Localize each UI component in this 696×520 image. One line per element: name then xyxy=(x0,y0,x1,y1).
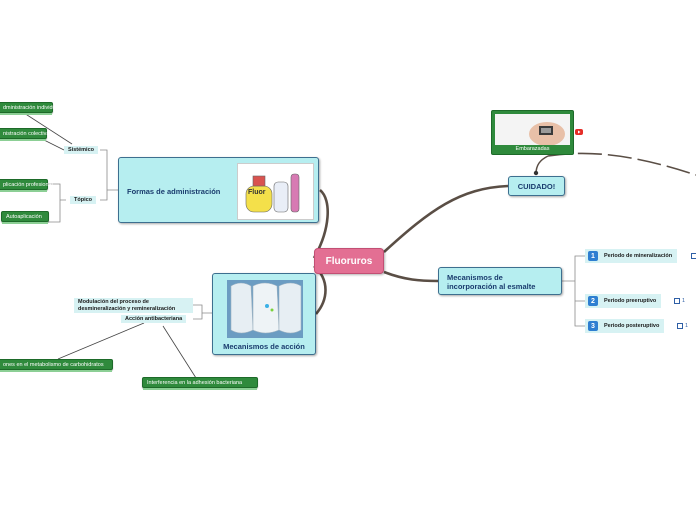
note-icon[interactable] xyxy=(691,253,696,259)
administracion-colectiva-label: nistración colectiva xyxy=(3,131,50,137)
administracion-colectiva-node[interactable]: nistración colectiva xyxy=(0,128,50,141)
formas-administracion-node[interactable]: Formas de administración Fluor xyxy=(118,157,319,223)
topico-label: Tópico xyxy=(74,197,93,203)
cuidado-label: CUIDADO! xyxy=(517,181,556,191)
autoaplicacion-node[interactable]: Autoaplicación xyxy=(1,211,49,224)
formas-administracion-label: Formas de administración xyxy=(127,187,221,196)
embarazadas-node[interactable]: Embarazadas xyxy=(491,110,574,155)
accion-antibacteriana-node[interactable]: Acción antibacteriana xyxy=(121,315,187,323)
number-1-icon: 1 xyxy=(588,251,598,261)
periodo-posteruptivo-label: Periodo posteruptivo xyxy=(604,323,660,329)
fluor-bottle-text: Fluor xyxy=(248,189,266,196)
aplicacion-profesional-label: plicación profesional xyxy=(3,182,53,188)
mecanismos-accion-node[interactable]: Mecanismos de acción xyxy=(212,273,316,355)
accion-antibacteriana-label: Acción antibacteriana xyxy=(125,316,183,322)
note-marker-icon xyxy=(677,323,683,329)
metabolismo-carbohidratos-node[interactable]: ones en el metabolismo de carbohidratos xyxy=(0,359,113,372)
modulacion-node[interactable]: Modulación del proceso de desmineralizac… xyxy=(74,298,193,313)
metabolismo-carbohidratos-label: ones en el metabolismo de carbohidratos xyxy=(3,362,104,368)
topico-node[interactable]: Tópico xyxy=(70,196,97,204)
note-count-label: 1 xyxy=(682,298,686,304)
autoaplicacion-label: Autoaplicación xyxy=(6,214,42,220)
fluor-bottles-image: Fluor xyxy=(237,163,314,220)
mecanismos-incorporacion-node[interactable]: Mecanismos de incorporación al esmalte xyxy=(438,267,562,295)
modulacion-label: Modulación del proceso de desmineralizac… xyxy=(78,299,176,312)
number-3-icon: 3 xyxy=(588,321,598,331)
administracion-individual-node[interactable]: dministración individual xyxy=(0,102,60,115)
adhesion-bacteriana-node[interactable]: Interferencia en la adhesión bacteriana xyxy=(142,377,258,390)
youtube-icon[interactable] xyxy=(575,129,583,135)
central-topic[interactable]: Fluoruros xyxy=(314,248,384,274)
note-count-posteruptivo[interactable]: 1 xyxy=(677,323,688,329)
mecanismos-incorporacion-label: Mecanismos de incorporación al esmalte xyxy=(447,273,536,291)
sistemico-node[interactable]: Sistémico xyxy=(64,146,98,154)
central-topic-label: Fluoruros xyxy=(325,255,373,267)
embarazadas-label: Embarazadas xyxy=(515,146,550,152)
note-marker-icon xyxy=(674,298,680,304)
mecanismos-accion-label: Mecanismos de acción xyxy=(223,342,305,351)
administracion-individual-label: dministración individual xyxy=(3,105,60,111)
periodo-mineralizacion-label: Periodo de mineralización xyxy=(604,253,673,259)
note-count-preeruptivo[interactable]: 1 xyxy=(674,298,685,304)
sistemico-label: Sistémico xyxy=(68,147,94,153)
aplicacion-profesional-node[interactable]: plicación profesional xyxy=(0,179,53,192)
embarazadas-image xyxy=(495,114,570,145)
periodo-mineralizacion-node[interactable]: 1 Periodo de mineralización xyxy=(585,249,678,263)
number-2-icon: 2 xyxy=(588,296,598,306)
teeth-image xyxy=(227,280,303,338)
note-marker-icon xyxy=(691,253,696,259)
adhesion-bacteriana-label: Interferencia en la adhesión bacteriana xyxy=(147,380,243,386)
note-count-label: 1 xyxy=(685,323,689,329)
periodo-preeruptivo-node[interactable]: 2 Periodo preeruptivo xyxy=(585,294,662,308)
periodo-posteruptivo-node[interactable]: 3 Periodo posteruptivo xyxy=(585,319,665,333)
periodo-preeruptivo-label: Periodo preeruptivo xyxy=(604,298,657,304)
cuidado-node[interactable]: CUIDADO! xyxy=(508,176,565,196)
